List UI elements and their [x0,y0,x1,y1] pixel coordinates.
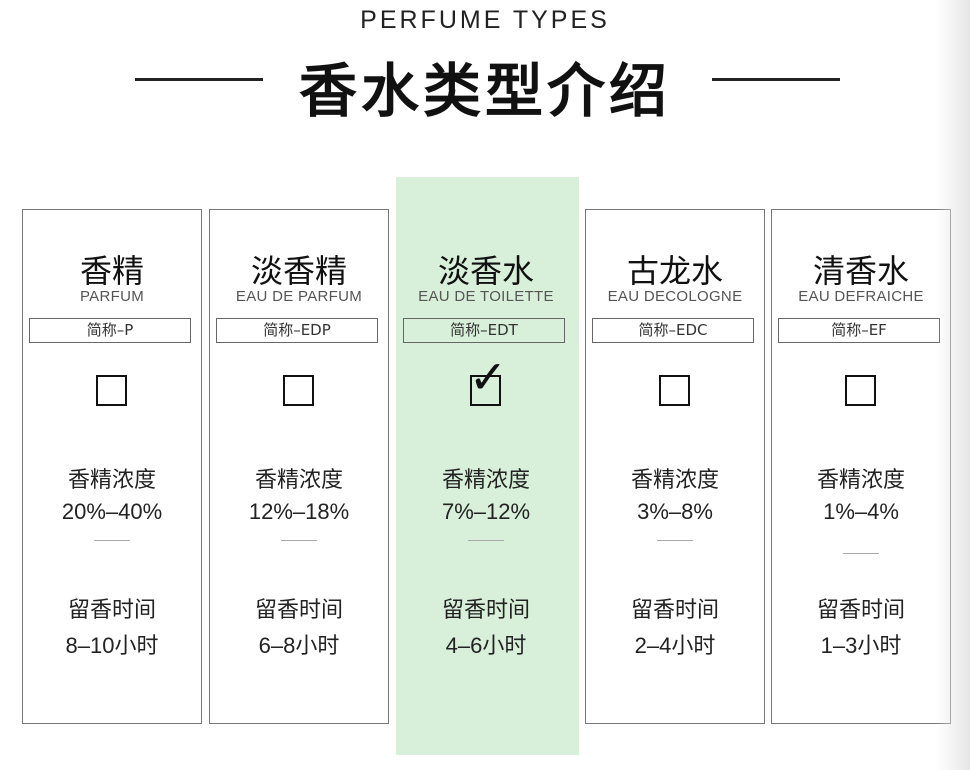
select-checkbox[interactable] [659,375,690,406]
concentration-label: 香精浓度 [630,468,719,493]
type-name-cn: 古龙水 [626,252,723,290]
divider [468,540,504,541]
duration-label: 留香时间 [254,598,343,623]
perfume-card [209,209,389,724]
divider [94,540,130,541]
type-abbreviation: 简称–EDT [403,318,565,343]
duration-value: 1–3小时 [820,633,902,658]
duration-label: 留香时间 [630,598,719,623]
selected-highlight [396,177,579,755]
duration-value: 2–4小时 [634,633,716,658]
perfume-column: 淡香水 EAU DE TOILETTE 简称–EDT ✓ 香精浓度 7%–12%… [393,0,579,770]
type-name-en: EAU DECOLOGNE [607,288,743,305]
type-name-en: PARFUM [79,288,145,305]
perfume-column: 古龙水 EAU DECOLOGNE 简称–EDC 香精浓度 3%–8% 留香时间… [582,0,768,770]
title-dash-right [712,78,840,81]
perfume-column: 淡香精 EAU DE PARFUM 简称–EDP 香精浓度 12%–18% 留香… [206,0,392,770]
type-abbreviation: 简称–EDP [216,318,378,343]
duration-label: 留香时间 [441,598,530,623]
type-abbreviation: 简称–P [29,318,191,343]
divider [281,540,317,541]
perfume-column: 香精 PARFUM 简称–P 香精浓度 20%–40% 留香时间 8–10小时 [19,0,205,770]
type-name-en: EAU DE TOILETTE [418,288,554,305]
select-checkbox[interactable] [283,375,314,406]
concentration-value: 12%–18% [248,499,350,524]
perfume-column: 清香水 EAU DEFRAICHE 简称–EF 香精浓度 1%–4% 留香时间 … [768,0,954,770]
type-name-cn: 淡香水 [437,252,534,290]
concentration-label: 香精浓度 [441,468,530,493]
type-abbreviation: 简称–EDC [592,318,754,343]
page-edge-shadow [936,0,970,770]
duration-label: 留香时间 [67,598,156,623]
concentration-value: 7%–12% [441,499,531,524]
perfume-card [22,209,202,724]
perfume-card [585,209,765,724]
type-abbreviation: 简称–EF [778,318,940,343]
select-checkbox[interactable] [470,375,501,406]
divider [843,553,879,554]
type-name-en: EAU DEFRAICHE [798,288,924,305]
duration-label: 留香时间 [816,598,905,623]
concentration-value: 1%–4% [823,499,899,524]
type-name-cn: 清香水 [812,252,909,290]
divider [657,540,693,541]
type-name-cn: 淡香精 [250,252,347,290]
concentration-label: 香精浓度 [816,468,905,493]
concentration-value: 20%–40% [61,499,163,524]
select-checkbox[interactable] [845,375,876,406]
checkmark-icon: ✓ [468,350,508,404]
title-dash-left [135,78,263,81]
select-checkbox[interactable] [96,375,127,406]
page-title: 香水类型介绍 [298,57,671,125]
page-subtitle: PERFUME TYPES [360,6,610,34]
duration-value: 4–6小时 [445,633,527,658]
concentration-label: 香精浓度 [254,468,343,493]
duration-value: 8–10小时 [65,633,159,658]
duration-value: 6–8小时 [258,633,340,658]
concentration-value: 3%–8% [637,499,713,524]
concentration-label: 香精浓度 [67,468,156,493]
type-name-cn: 香精 [79,252,144,290]
type-name-en: EAU DE PARFUM [235,288,363,305]
